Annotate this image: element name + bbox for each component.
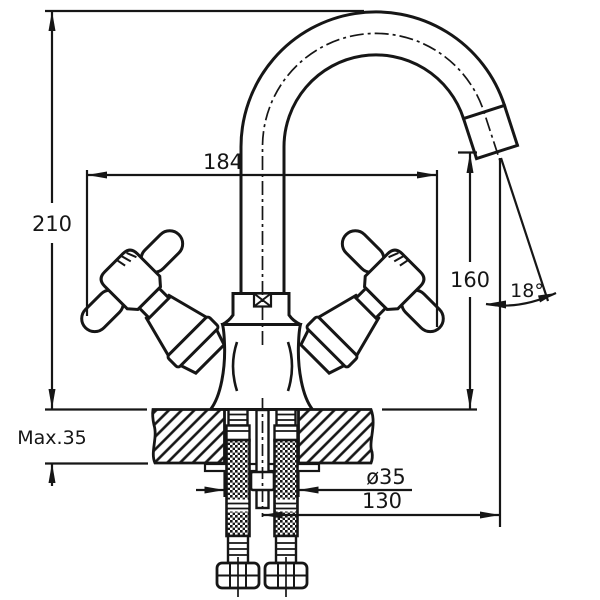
handle-front-prong-lines [116, 251, 137, 267]
handle-hub [362, 248, 426, 312]
body-bell [207, 323, 316, 411]
label-spout-reach: 130 [362, 489, 402, 513]
body-contour-left [231, 341, 239, 392]
dimension-lines [45, 9, 557, 527]
ext-lines-hole [223, 471, 300, 497]
hose-braid [273, 438, 299, 538]
body-contour-right [286, 341, 294, 392]
deck-right-block [297, 408, 375, 465]
centerlines [237, 32, 501, 597]
hose-braid [225, 438, 251, 538]
handle-front-prong-lines [388, 251, 409, 267]
body-collar [221, 292, 302, 326]
handle-bonnet-ring [305, 315, 359, 369]
label-overall-height: 210 [32, 212, 72, 236]
spout-centerline [261, 32, 501, 345]
label-spout-outlet-height: 160 [450, 268, 490, 292]
hose-centerlines [237, 557, 287, 597]
label-handle-span: 184 [203, 150, 243, 174]
handle-bonnet-ring [166, 315, 220, 369]
deck-left-block [151, 408, 226, 465]
label-spout-angle: 18° [510, 280, 544, 302]
label-hole-diameter: ø35 [366, 465, 406, 489]
angle-ref-slant [499, 157, 550, 302]
label-deck-thickness: Max.35 [17, 427, 87, 449]
faucet-body [207, 292, 316, 411]
dimension-labels: 210 184 160 18° Max.35 ø35 130 [17, 150, 544, 513]
supply-hose-left [215, 408, 261, 590]
dimension-arrowheads [48, 11, 556, 519]
handle-left [80, 229, 226, 375]
handle-hub [99, 248, 163, 312]
handle-right [299, 229, 445, 375]
